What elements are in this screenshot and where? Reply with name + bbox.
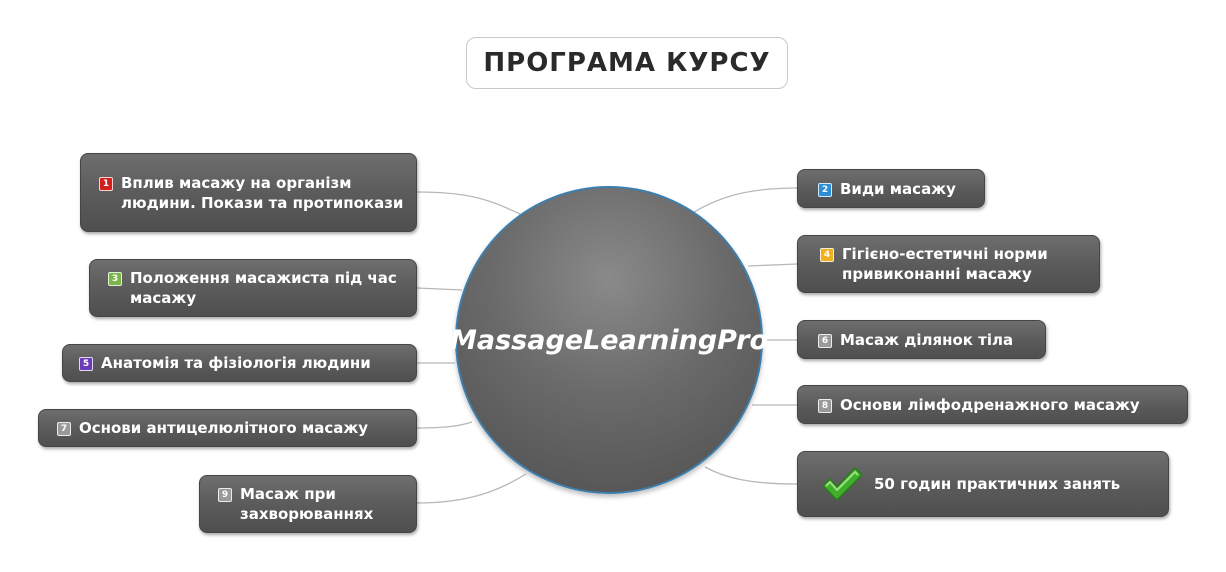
topic-node-8[interactable]: 8 Основи лімфодренажного масажу (797, 385, 1188, 424)
topic-node-6[interactable]: 6 Масаж ділянок тіла (797, 320, 1046, 359)
topic-label-3: Положення масажиста під час масажу (130, 269, 397, 307)
checkmark-icon (820, 464, 864, 504)
topic-node-1[interactable]: 1 Вплив масажу на організм людини. Показ… (80, 153, 417, 232)
topic-node-5[interactable]: 5 Анатомія та фізіологія людини (62, 344, 417, 382)
number-badge-5: 5 (79, 357, 93, 371)
topic-label-practice: 50 годин практичних занять (874, 475, 1121, 493)
topic-node-9[interactable]: 9 Масаж при захворюваннях (199, 475, 417, 533)
topic-node-3[interactable]: 3 Положення масажиста під час масажу (89, 259, 417, 317)
connector-left-9 (416, 473, 527, 504)
connector-right-2 (693, 187, 798, 213)
number-badge-9: 9 (218, 488, 232, 502)
connector-left-3 (416, 287, 463, 291)
topic-label-7: Основи антицелюлітного масажу (79, 419, 369, 437)
page-title: ПРОГРАМА КУРСУ (466, 37, 788, 89)
number-badge-8: 8 (818, 398, 832, 413)
number-badge-3: 3 (108, 272, 122, 286)
topic-label-4: Гігієно-естетичні норми привиконанні мас… (842, 245, 1048, 283)
number-badge-4: 4 (820, 248, 834, 262)
number-badge-7: 7 (57, 422, 71, 436)
topic-label-8: Основи лімфодренажного масажу (840, 395, 1140, 414)
number-badge-2: 2 (818, 182, 832, 197)
connector-left-7 (416, 421, 473, 429)
topic-label-9: Масаж при захворюваннях (240, 485, 374, 523)
topic-label-6: Масаж ділянок тіла (840, 330, 1014, 349)
connector-right-4 (747, 263, 798, 267)
connector-right-10 (704, 466, 798, 485)
connector-left-1 (416, 191, 521, 215)
number-badge-1: 1 (99, 176, 113, 191)
topic-node-practice[interactable]: 50 годин практичних занять (797, 451, 1169, 517)
topic-node-4[interactable]: 4 Гігієно-естетичні норми привиконанні м… (797, 235, 1100, 293)
topic-node-7[interactable]: 7 Основи антицелюлітного масажу (38, 409, 417, 447)
topic-label-5: Анатомія та фізіологія людини (101, 354, 371, 372)
central-topic: MassageLearningPro (450, 186, 768, 494)
topic-label-2: Види масажу (840, 179, 956, 198)
number-badge-6: 6 (818, 333, 832, 348)
topic-label-1: Вплив масажу на організм людини. Покази … (121, 173, 404, 212)
topic-node-2[interactable]: 2 Види масажу (797, 169, 985, 208)
